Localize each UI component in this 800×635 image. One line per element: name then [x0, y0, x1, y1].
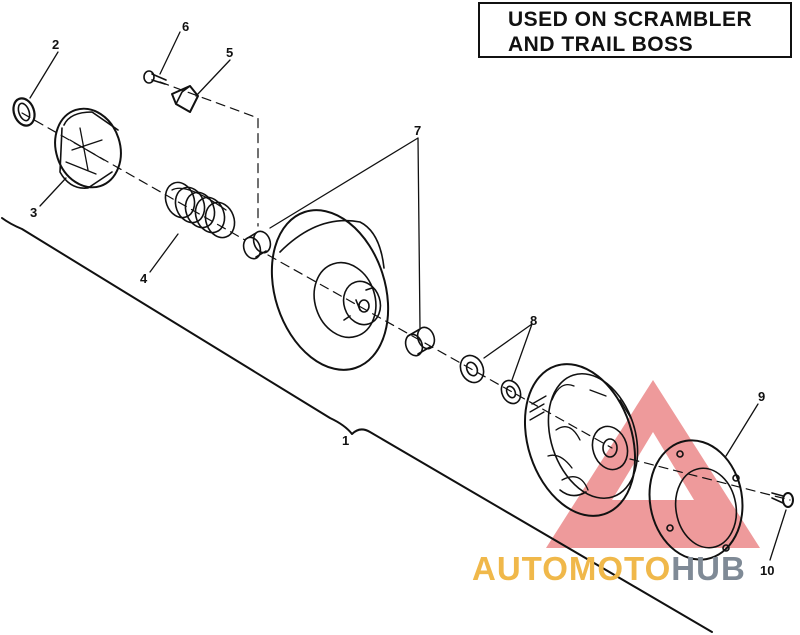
title-line-2: AND TRAIL BOSS [508, 33, 694, 56]
callout-2: 2 [52, 37, 60, 52]
leader-lines [29, 31, 787, 561]
callout-1: 1 [342, 433, 350, 448]
callout-3: 3 [30, 205, 38, 220]
title-line-1: USED ON SCRAMBLER [508, 8, 753, 31]
fixed-sheave [523, 363, 639, 517]
callout-5: 5 [226, 45, 234, 60]
washers-part-8 [459, 354, 522, 405]
bushing-right [404, 326, 436, 357]
watermark-text-part1: AUTOMOTO [472, 550, 672, 587]
callout-9: 9 [758, 389, 766, 404]
callout-8: 8 [530, 313, 538, 328]
spring-part-4 [164, 181, 236, 239]
watermark-text-part2: HUB [671, 550, 746, 587]
title-box: USED ON SCRAMBLER AND TRAIL BOSS [478, 2, 792, 58]
wedge-part-5 [171, 85, 199, 113]
center-axis-line [21, 112, 791, 501]
assembly-bracket [1, 217, 713, 633]
plate-part-9 [648, 439, 744, 561]
screw-axis-line [159, 81, 259, 227]
watermark-logo: AUTOMOTOHUB [472, 552, 746, 585]
movable-sheave-part-7 [270, 209, 390, 371]
screw-part-10 [771, 492, 794, 508]
snap-ring-part-2 [12, 97, 36, 127]
callout-7: 7 [414, 123, 422, 138]
watermark-triangle [546, 380, 760, 548]
callout-4: 4 [140, 271, 148, 286]
callout-10: 10 [760, 563, 775, 578]
screw-part-6 [143, 70, 167, 85]
cam-part-3 [54, 107, 122, 189]
bushing-left [242, 230, 272, 260]
callout-6: 6 [182, 19, 190, 34]
